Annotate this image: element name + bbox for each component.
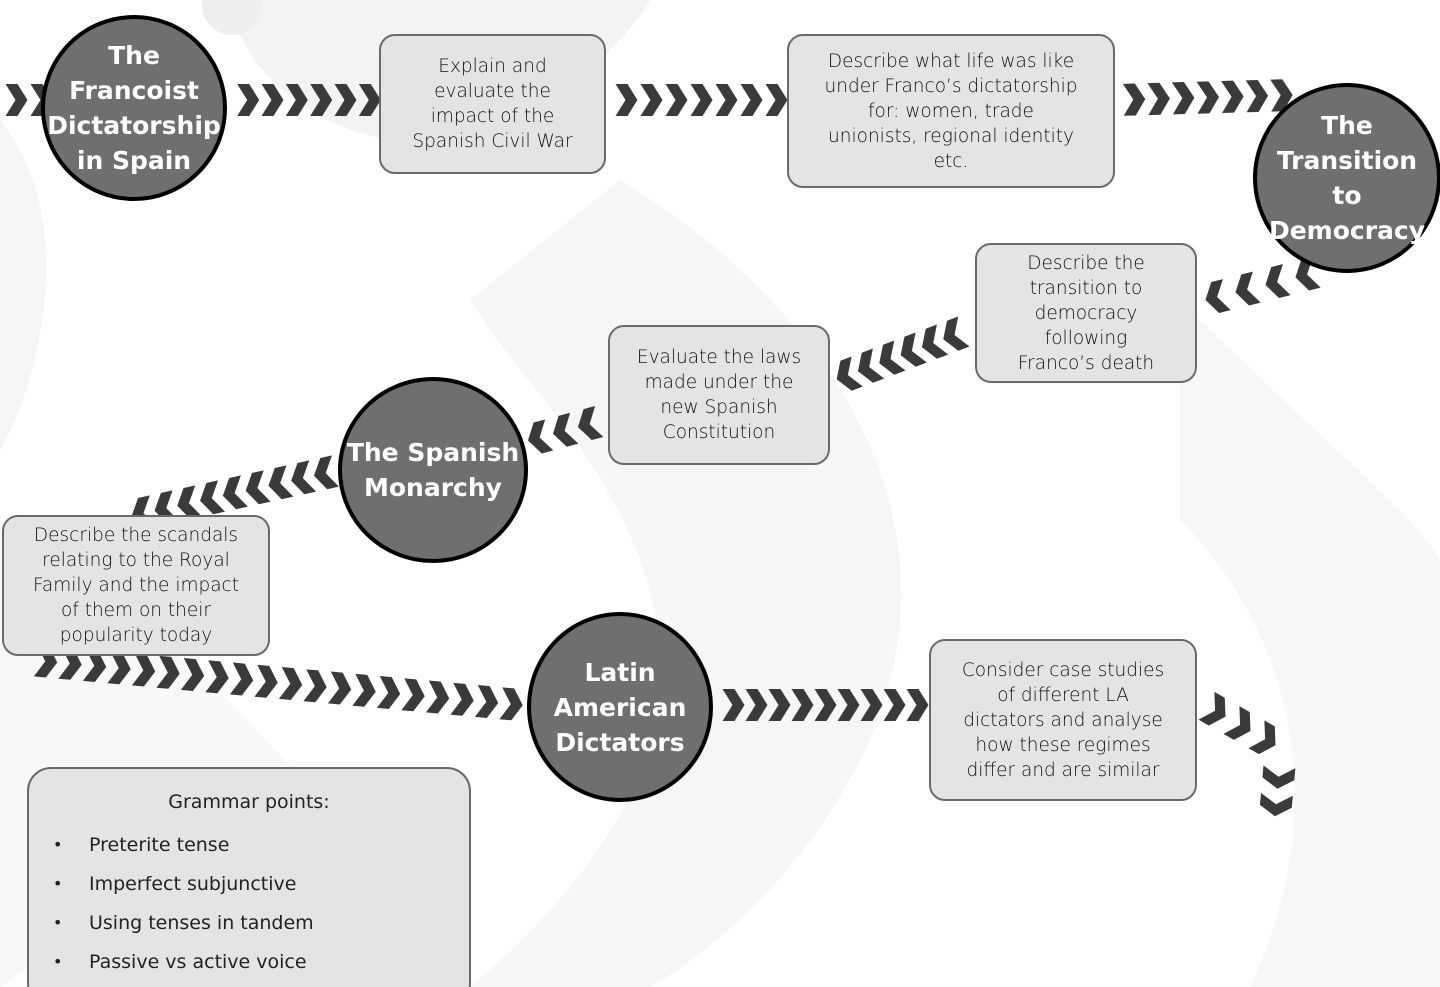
grammar-points-list: • Preterite tense • Imperfect subjunctiv… xyxy=(51,829,314,985)
box-royal-scandals: Describe the scandals relating to the Ro… xyxy=(2,515,270,656)
chevron-arrow-icon xyxy=(837,689,860,721)
chevron-arrow-icon xyxy=(690,84,713,116)
chevron-arrow-icon xyxy=(1248,720,1276,755)
chevron-arrow-icon xyxy=(1265,264,1291,299)
chevron-arrow-icon xyxy=(1262,765,1296,789)
chevron-arrow-icon xyxy=(528,419,554,454)
chevron-arrow-icon xyxy=(82,649,107,682)
box-la-case-studies: Consider case studies of different LA di… xyxy=(929,639,1197,801)
chevron-arrow-icon xyxy=(1223,706,1251,740)
chevron-arrow-icon xyxy=(883,689,906,721)
chevron-arrow-icon xyxy=(578,406,604,441)
chevron-arrow-icon xyxy=(254,664,278,698)
grammar-point-label: Using tenses in tandem xyxy=(89,912,314,934)
chevron-arrow-icon xyxy=(200,480,225,515)
chevron-arrow-icon xyxy=(1198,691,1226,726)
chevron-arrow-icon xyxy=(278,667,303,700)
chevron-arrow-icon xyxy=(156,655,180,689)
chevron-arrow-icon xyxy=(1205,279,1231,314)
grammar-points-panel: Grammar points: • Preterite tense • Impe… xyxy=(27,767,471,987)
chevron-arrow-icon xyxy=(1235,271,1261,306)
chevron-arrow-icon xyxy=(768,689,791,721)
chevron-arrow-icon xyxy=(425,680,450,714)
node-francoist-dictatorship: The Francoist Dictatorship in Spain xyxy=(41,15,227,201)
chevron-arrow-icon xyxy=(310,84,333,116)
chevron-arrow-icon xyxy=(553,412,579,447)
chevron-arrow-icon xyxy=(906,689,929,721)
chevron-arrow-icon xyxy=(303,669,327,703)
chevron-arrow-icon xyxy=(131,653,156,687)
box-transition-description: Describe the transition to democracy fol… xyxy=(975,243,1197,383)
chevron-arrow-icon xyxy=(180,658,205,691)
grammar-point-item: • Imperfect subjunctive xyxy=(51,868,314,907)
bullet-icon: • xyxy=(53,835,63,854)
chevron-arrow-icon xyxy=(900,332,927,367)
chevron-arrow-icon xyxy=(791,689,814,721)
chevron-arrow-icon xyxy=(358,84,381,116)
chevron-arrow-icon xyxy=(376,676,401,709)
chevron-arrow-icon xyxy=(334,84,357,116)
chevron-arrow-icon xyxy=(860,689,883,721)
bullet-icon: • xyxy=(53,874,63,893)
chevron-arrow-icon xyxy=(285,84,308,116)
chevron-arrow-icon xyxy=(640,84,663,116)
chevron-arrow-icon xyxy=(401,678,425,712)
box-spanish-constitution: Evaluate the laws made under the new Spa… xyxy=(608,325,830,465)
grammar-point-label: Preterite tense xyxy=(89,834,230,856)
chevron-arrow-icon xyxy=(943,316,970,351)
grammar-points-title: Grammar points: xyxy=(168,791,330,813)
chevron-arrow-icon xyxy=(499,687,523,721)
chevron-arrow-icon xyxy=(1295,256,1321,291)
chevron-arrow-icon xyxy=(5,84,28,116)
chevron-arrow-icon xyxy=(1122,83,1146,116)
box-spanish-civil-war: Explain and evaluate the impact of the S… xyxy=(379,34,606,174)
chevron-arrow-icon xyxy=(1245,79,1269,113)
chevron-arrow-icon xyxy=(261,84,284,116)
chevron-arrow-icon xyxy=(722,689,745,721)
chevron-arrow-icon xyxy=(715,84,738,116)
chevron-arrow-icon xyxy=(665,84,688,116)
chevron-arrow-icon xyxy=(237,84,260,116)
grammar-point-label: Passive vs active voice xyxy=(89,951,307,973)
chevron-arrow-icon xyxy=(765,84,788,116)
chevron-arrow-icon xyxy=(879,340,906,375)
grammar-point-item: • Using tenses in tandem xyxy=(51,907,314,946)
chevron-arrow-icon xyxy=(205,660,229,694)
node-latin-american-dictators: Latin American Dictators xyxy=(527,612,713,802)
chevron-arrow-icon xyxy=(327,671,352,705)
node-spanish-monarchy: The Spanish Monarchy xyxy=(338,377,528,563)
chevron-arrow-icon xyxy=(107,651,131,685)
chevron-arrow-icon xyxy=(1259,792,1293,817)
chevron-arrow-icon xyxy=(222,475,248,510)
chevron-arrow-icon xyxy=(313,455,339,490)
chevron-arrow-icon xyxy=(1147,82,1170,116)
chevron-arrow-icon xyxy=(450,682,474,716)
chevron-arrow-icon xyxy=(921,324,949,359)
node-transition-to-democracy: The Transition to Democracy xyxy=(1253,83,1440,273)
chevron-arrow-icon xyxy=(245,470,271,505)
bullet-icon: • xyxy=(53,913,63,932)
chevron-arrow-icon xyxy=(836,356,863,391)
chevron-arrow-icon xyxy=(352,673,376,707)
chevron-arrow-icon xyxy=(857,348,885,383)
chevron-arrow-icon xyxy=(177,485,203,520)
chevron-arrow-icon xyxy=(615,84,638,116)
chevron-arrow-icon xyxy=(268,465,294,500)
chevron-arrow-icon xyxy=(1196,81,1219,114)
chevron-arrow-icon xyxy=(474,685,499,718)
bullet-icon: • xyxy=(53,952,63,971)
chevron-arrow-icon xyxy=(814,689,837,721)
box-life-under-franco: Describe what life was like under Franco… xyxy=(787,34,1115,188)
grammar-point-item: • Preterite tense xyxy=(51,829,314,868)
chevron-arrow-icon xyxy=(1221,80,1244,114)
chevron-arrow-icon xyxy=(740,84,763,116)
grammar-point-item: • Passive vs active voice xyxy=(51,946,314,985)
grammar-point-label: Imperfect subjunctive xyxy=(89,873,297,895)
chevron-arrow-icon xyxy=(229,662,254,696)
chevron-arrow-icon xyxy=(291,460,317,495)
chevron-arrow-icon xyxy=(1171,82,1195,115)
chevron-arrow-icon xyxy=(745,689,768,721)
